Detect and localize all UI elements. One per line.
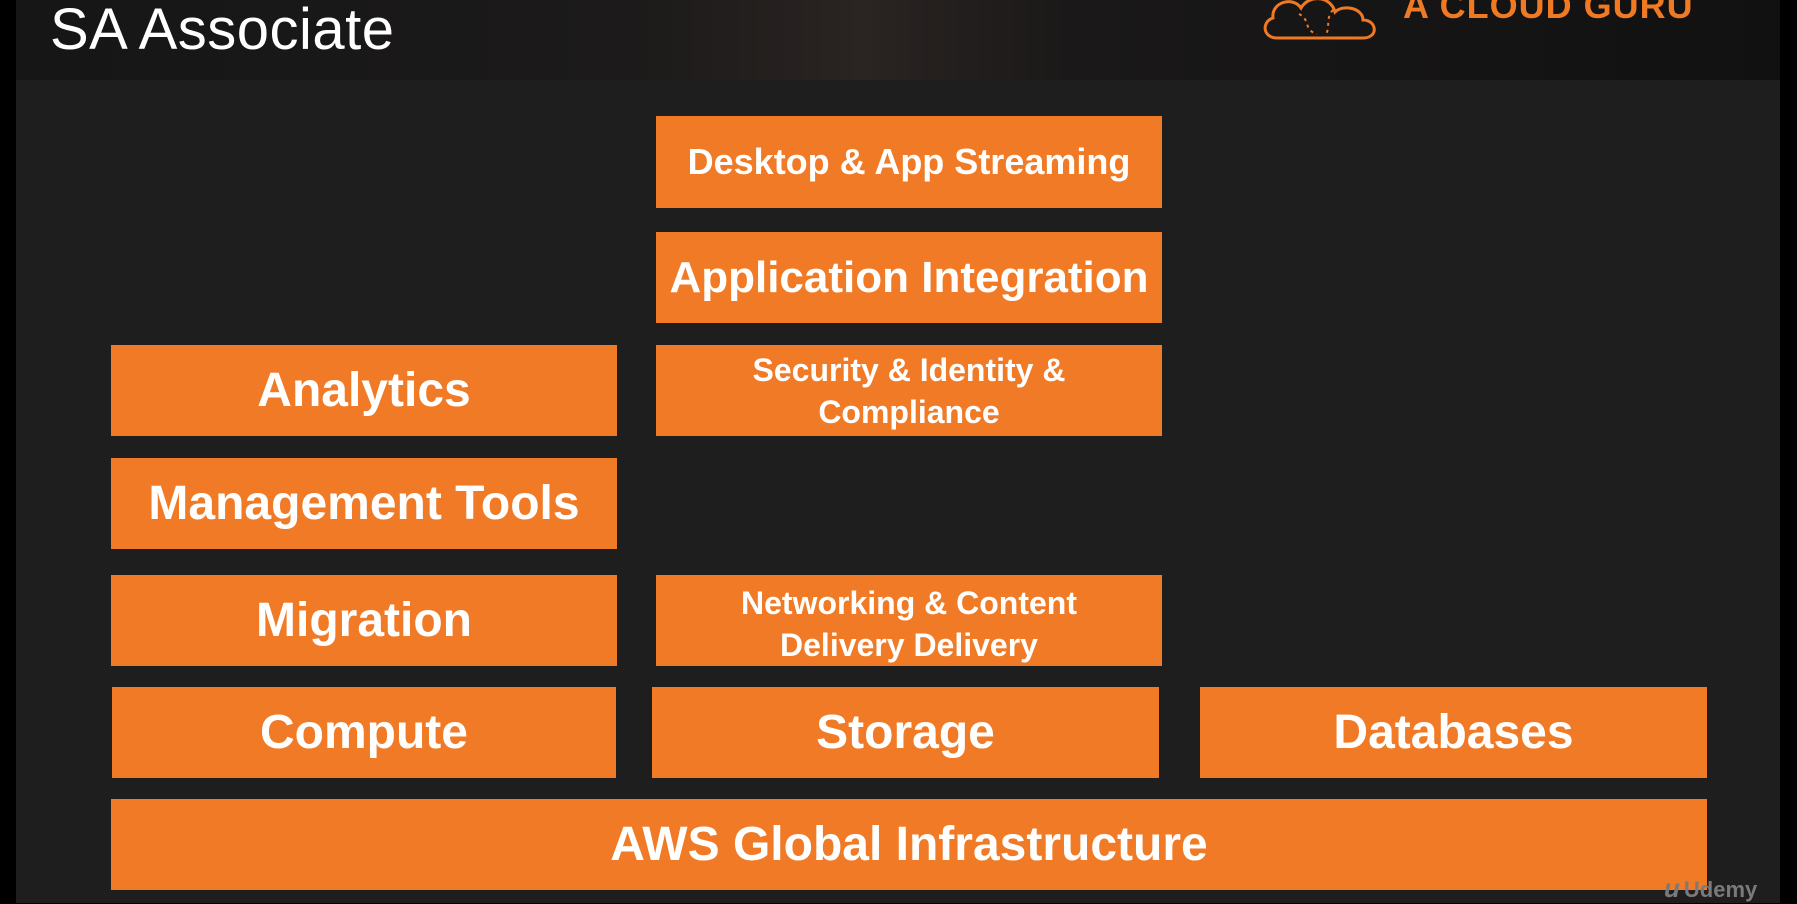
box-desktop-app-streaming: Desktop & App Streaming [656,116,1162,208]
cloud-logo-icon [1263,0,1376,40]
box-analytics: Analytics [111,345,617,436]
box-compute: Compute [112,687,616,778]
box-label: Migration [256,594,472,647]
box-aws-global-infrastructure: AWS Global Infrastructure [111,799,1707,890]
box-label: Compute [260,706,468,759]
brand-logo: A CLOUD GURU [1259,0,1759,42]
box-label: Databases [1333,706,1574,759]
watermark-text: Udemy [1683,877,1758,902]
box-migration: Migration [111,575,617,666]
box-application-integration: Application Integration [656,232,1162,323]
box-label: Analytics [257,364,471,417]
box-management-tools: Management Tools [111,458,617,549]
box-label: AWS Global Infrastructure [610,818,1208,871]
box-label: Application Integration [669,252,1149,302]
box-label-line1: Networking & Content [741,585,1077,621]
slide-header: SA Associate A CLOUD GURU [16,0,1780,80]
slide-title: SA Associate [50,0,395,62]
box-label-line2: Compliance [818,393,1000,430]
box-label-line1: Security & Identity & [752,351,1066,388]
slide: SA Associate A CLOUD GURU Desktop & App … [16,0,1780,903]
box-label: Storage [816,706,995,759]
box-security-identity-compliance: Security & Identity & Compliance [656,345,1162,436]
box-databases: Databases [1200,687,1707,778]
box-label: Desktop & App Streaming [687,141,1131,182]
box-label-line2: Delivery Delivery [780,627,1038,663]
brand-name: A CLOUD GURU [1403,0,1694,26]
udemy-logo-icon: u [1664,873,1680,903]
box-networking-content-delivery: Networking & Content Delivery Delivery [656,575,1162,666]
box-label: Management Tools [148,477,580,530]
box-storage: Storage [652,687,1159,778]
